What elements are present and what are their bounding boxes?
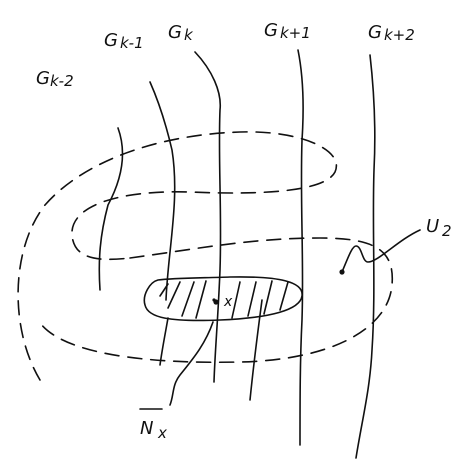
leaf-g-k-plus-1 bbox=[297, 49, 304, 446]
open-set-u-outer-boundary bbox=[17, 131, 338, 381]
svg-text:G: G bbox=[104, 30, 118, 51]
label-g-k: G k bbox=[168, 22, 194, 44]
neighborhood-n-x-boundary bbox=[143, 276, 303, 322]
leaf-g-k-plus-2 bbox=[355, 54, 376, 459]
svg-text:G: G bbox=[36, 68, 50, 89]
svg-text:k-1: k-1 bbox=[120, 34, 144, 52]
svg-text:k-2: k-2 bbox=[50, 72, 74, 90]
svg-text:U: U bbox=[426, 216, 439, 237]
label-g-k-minus-2: G k-2 bbox=[36, 68, 74, 90]
svg-text:2: 2 bbox=[442, 222, 452, 240]
leaf-fragment-1 bbox=[249, 299, 263, 401]
leaf-g-k-minus-2 bbox=[98, 127, 124, 291]
svg-text:G: G bbox=[264, 20, 278, 41]
label-n-x-bar: N x bbox=[139, 408, 167, 442]
open-set-u-inner-boundary bbox=[37, 237, 394, 364]
point-x-label: x bbox=[223, 294, 233, 310]
svg-text:k+1: k+1 bbox=[280, 24, 311, 42]
svg-text:N: N bbox=[140, 418, 153, 439]
leaf-fragment-2 bbox=[159, 317, 169, 366]
label-g-k-plus-1: G k+1 bbox=[264, 20, 311, 42]
label-u: U 2 bbox=[426, 216, 452, 240]
neighborhood-hatching bbox=[159, 280, 289, 319]
leaf-g-k-minus-1 bbox=[149, 81, 176, 301]
leaf-g-k bbox=[194, 51, 222, 383]
svg-text:k: k bbox=[184, 26, 194, 44]
svg-text:G: G bbox=[368, 22, 382, 43]
svg-text:k+2: k+2 bbox=[384, 26, 415, 44]
label-g-k-plus-2: G k+2 bbox=[368, 22, 415, 44]
n-x-pointer-line bbox=[169, 321, 214, 406]
label-g-k-minus-1: G k-1 bbox=[104, 30, 144, 52]
point-x-dot-upper bbox=[212, 298, 216, 302]
svg-text:x: x bbox=[157, 424, 167, 442]
svg-text:G: G bbox=[168, 22, 182, 43]
u-pointer-line bbox=[341, 229, 421, 273]
